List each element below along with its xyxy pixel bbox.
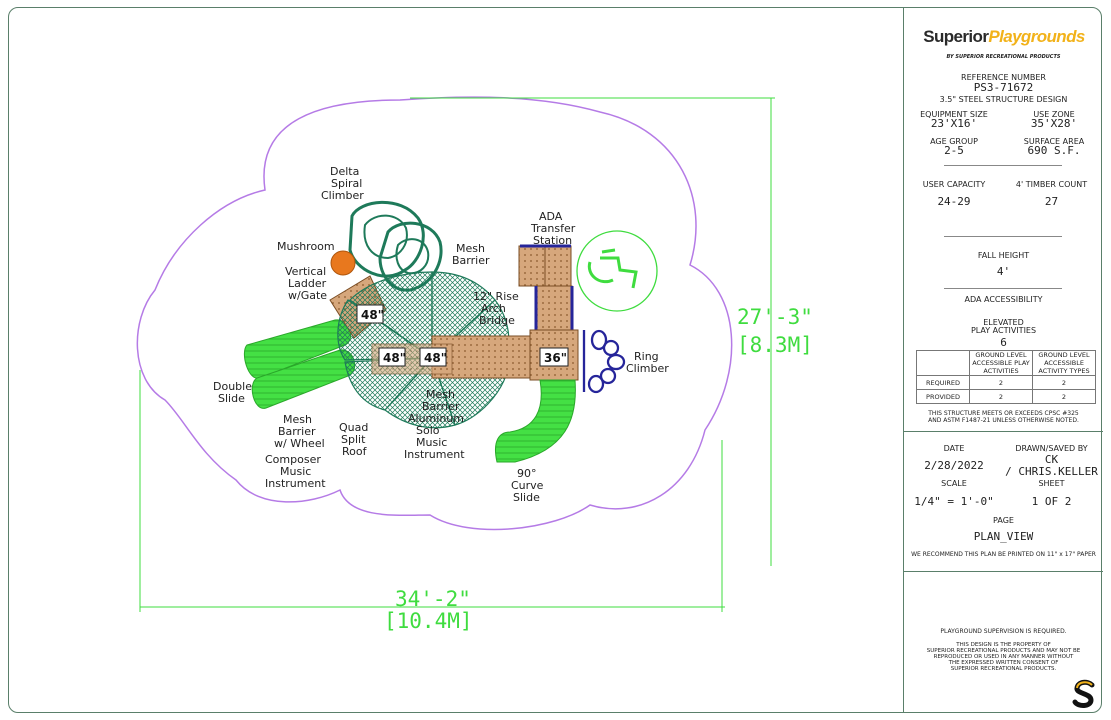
cpsc-note: THIS STRUCTURE MEETS OR EXCEEDS CPSC #32… xyxy=(928,410,1079,417)
svg-text:Bridge: Bridge xyxy=(479,314,515,327)
sheet-label: SHEET xyxy=(1038,479,1065,488)
deck-height-3: 48" xyxy=(424,351,447,365)
width-ft: 34'-2" xyxy=(395,587,471,611)
svg-text:Music: Music xyxy=(280,465,311,478)
svg-text:Instrument: Instrument xyxy=(265,477,326,490)
svg-text:ADA: ADA xyxy=(539,210,563,223)
age-label: AGE GROUP xyxy=(930,137,978,146)
use-label: USE ZONE xyxy=(1033,110,1075,119)
astm-note: AND ASTM F1487-21 UNLESS OTHERWISE NOTED… xyxy=(928,417,1079,424)
capacity-value: 24-29 xyxy=(937,195,971,208)
use-value: 35'X28' xyxy=(1030,117,1078,130)
scale-label: SCALE xyxy=(941,479,967,488)
scale-value: 1/4" = 1'-0" xyxy=(914,495,994,508)
date-label: DATE xyxy=(943,444,965,453)
ada-transfer-deck xyxy=(535,285,573,331)
plan-view-drawing: 27'-3" [8.3M] 34'-2" [10.4M] xyxy=(136,96,813,633)
svg-text:90°: 90° xyxy=(517,467,537,480)
svg-text:Station: Station xyxy=(533,234,572,247)
height-ft: 27'-3" xyxy=(737,305,813,329)
deck-height-2: 48" xyxy=(383,351,406,365)
svg-text:Roof: Roof xyxy=(342,445,368,458)
equip-value: 23'X16' xyxy=(930,117,978,130)
svg-text:Transfer: Transfer xyxy=(530,222,576,235)
date-value: 2/28/2022 xyxy=(924,459,984,472)
svg-text:12" Rise: 12" Rise xyxy=(473,290,519,303)
height-m: [8.3M] xyxy=(737,333,813,357)
ring-climber xyxy=(582,329,626,394)
svg-text:Slide: Slide xyxy=(218,392,245,405)
drawn-v1: CK xyxy=(1044,453,1059,466)
svg-text:Composer: Composer xyxy=(265,453,321,466)
ada-label: ADA ACCESSIBILITY xyxy=(964,295,1043,304)
sheet-value: 1 OF 2 xyxy=(1031,495,1072,508)
svg-text:Vertical: Vertical xyxy=(285,265,326,278)
ref-value: PS3-71672 xyxy=(973,81,1034,94)
svg-text:Mesh: Mesh xyxy=(426,388,455,401)
svg-text:Arch: Arch xyxy=(481,302,506,315)
svg-text:Climber: Climber xyxy=(626,362,669,375)
svg-text:Spiral: Spiral xyxy=(331,177,362,190)
logo-subtitle: BY SUPERIOR RECREATIONAL PRODUCTS xyxy=(946,54,1061,60)
page-value: PLAN_VIEW xyxy=(973,530,1034,543)
svg-text:Ladder: Ladder xyxy=(288,277,327,290)
design-label: 3.5" STEEL STRUCTURE DESIGN xyxy=(939,95,1068,104)
accessibility-table: GROUND LEVEL ACCESSIBLE PLAY ACTIVITIES … xyxy=(916,350,1096,404)
print-note: WE RECOMMEND THIS PLAN BE PRINTED ON 11"… xyxy=(911,551,1096,558)
ada-wheelchair-symbol xyxy=(576,230,658,312)
mushroom-icon xyxy=(330,250,356,276)
surface-value: 690 S.F. xyxy=(1027,144,1081,157)
svg-text:Instrument: Instrument xyxy=(404,448,465,461)
svg-text:Curve: Curve xyxy=(511,479,544,492)
svg-text:w/ Wheel: w/ Wheel xyxy=(274,437,325,450)
capacity-label: USER CAPACITY xyxy=(922,180,986,189)
curve-slide xyxy=(495,379,576,463)
svg-text:Double: Double xyxy=(213,380,252,393)
age-value: 2-5 xyxy=(944,144,964,157)
svg-text:Slide: Slide xyxy=(513,491,540,504)
drawn-label: DRAWN/SAVED BY xyxy=(1015,444,1088,453)
svg-text:w/Gate: w/Gate xyxy=(288,289,327,302)
fall-value: 4' xyxy=(996,265,1011,278)
svg-text:Music: Music xyxy=(416,436,447,449)
component-labels: Delta Spiral Climber Mushroom Vertical L… xyxy=(213,165,669,504)
page-label: PAGE xyxy=(993,516,1014,525)
fall-label: FALL HEIGHT xyxy=(977,251,1030,260)
svg-text:Quad: Quad xyxy=(339,421,368,434)
svg-text:Delta: Delta xyxy=(330,165,359,178)
svg-text:Mushroom: Mushroom xyxy=(277,240,335,253)
svg-text:Barrier: Barrier xyxy=(278,425,316,438)
width-m: [10.4M] xyxy=(384,609,473,633)
deck-height-4: 36" xyxy=(544,351,567,365)
svg-text:Barrier: Barrier xyxy=(452,254,490,267)
svg-text:Aluminum: Aluminum xyxy=(408,412,464,425)
deck-height-1: 48" xyxy=(361,308,384,322)
svg-text:Mesh: Mesh xyxy=(456,242,485,255)
svg-text:Ring: Ring xyxy=(634,350,659,363)
timber-value: 27 xyxy=(1044,195,1059,208)
s-logo-icon xyxy=(1072,679,1095,708)
ref-label: REFERENCE NUMBER xyxy=(961,73,1046,82)
svg-text:Barrier: Barrier xyxy=(422,400,460,413)
svg-text:Solo: Solo xyxy=(416,424,440,437)
svg-text:Split: Split xyxy=(341,433,366,446)
timber-label: 4' TIMBER COUNT xyxy=(1015,180,1088,189)
elevated-value: 6 xyxy=(1000,336,1007,349)
use-zone-outline xyxy=(136,96,733,531)
height-dimension xyxy=(139,97,775,612)
title-block: SuperiorPlaygrounds BY SUPERIOR RECREATI… xyxy=(903,7,1103,713)
drawn-v2: / CHRIS.KELLER xyxy=(1005,465,1098,478)
svg-text:Mesh: Mesh xyxy=(283,413,312,426)
surface-label: SURFACE AREA xyxy=(1023,137,1085,146)
equip-label: EQUIPMENT SIZE xyxy=(920,110,988,119)
svg-text:Climber: Climber xyxy=(321,189,364,202)
supervision-note: PLAYGROUND SUPERVISION IS REQUIRED. xyxy=(940,628,1067,635)
company-logo: SuperiorPlaygrounds xyxy=(923,27,1085,46)
